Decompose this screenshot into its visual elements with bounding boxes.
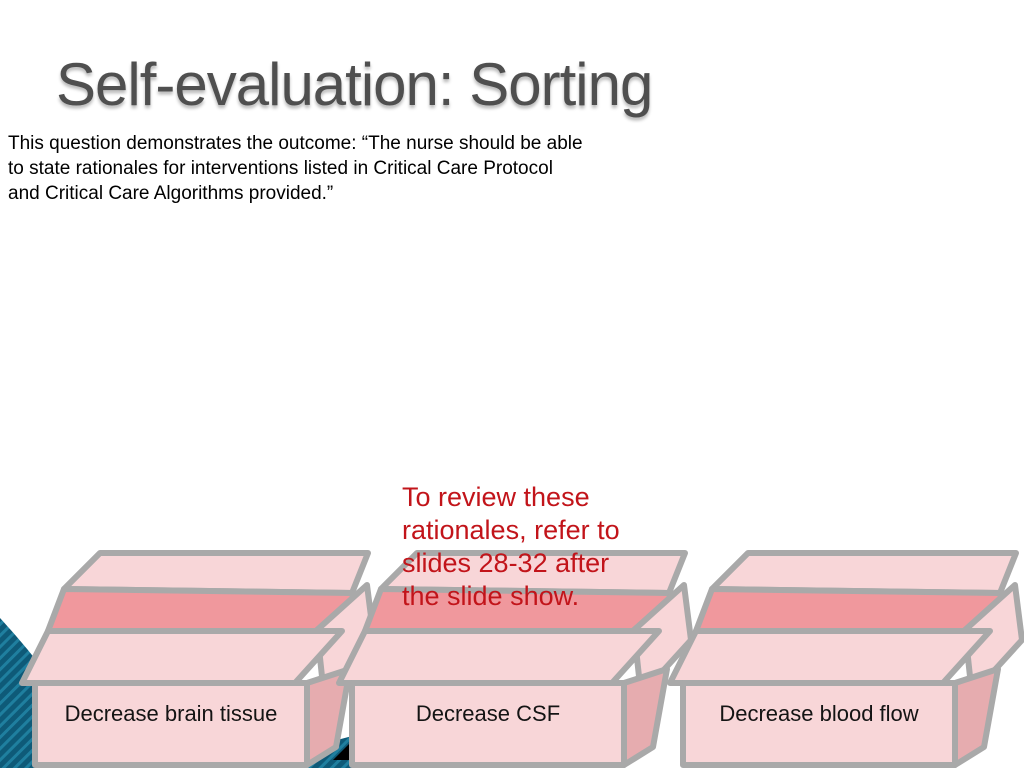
box-label-brain-tissue: Decrease brain tissue xyxy=(64,701,278,726)
review-note-text: To review these rationales, refer to sli… xyxy=(402,482,620,611)
outcome-paragraph: This question demonstrates the outcome: … xyxy=(8,133,583,204)
open-box-graphic-blood-flow xyxy=(648,543,1024,768)
black-triangle-decoration xyxy=(333,742,351,760)
page-title: Self-evaluation: Sorting xyxy=(56,51,653,118)
box-label-blood-flow: Decrease blood flow xyxy=(719,701,919,726)
box-label-csf: Decrease CSF xyxy=(415,701,561,726)
